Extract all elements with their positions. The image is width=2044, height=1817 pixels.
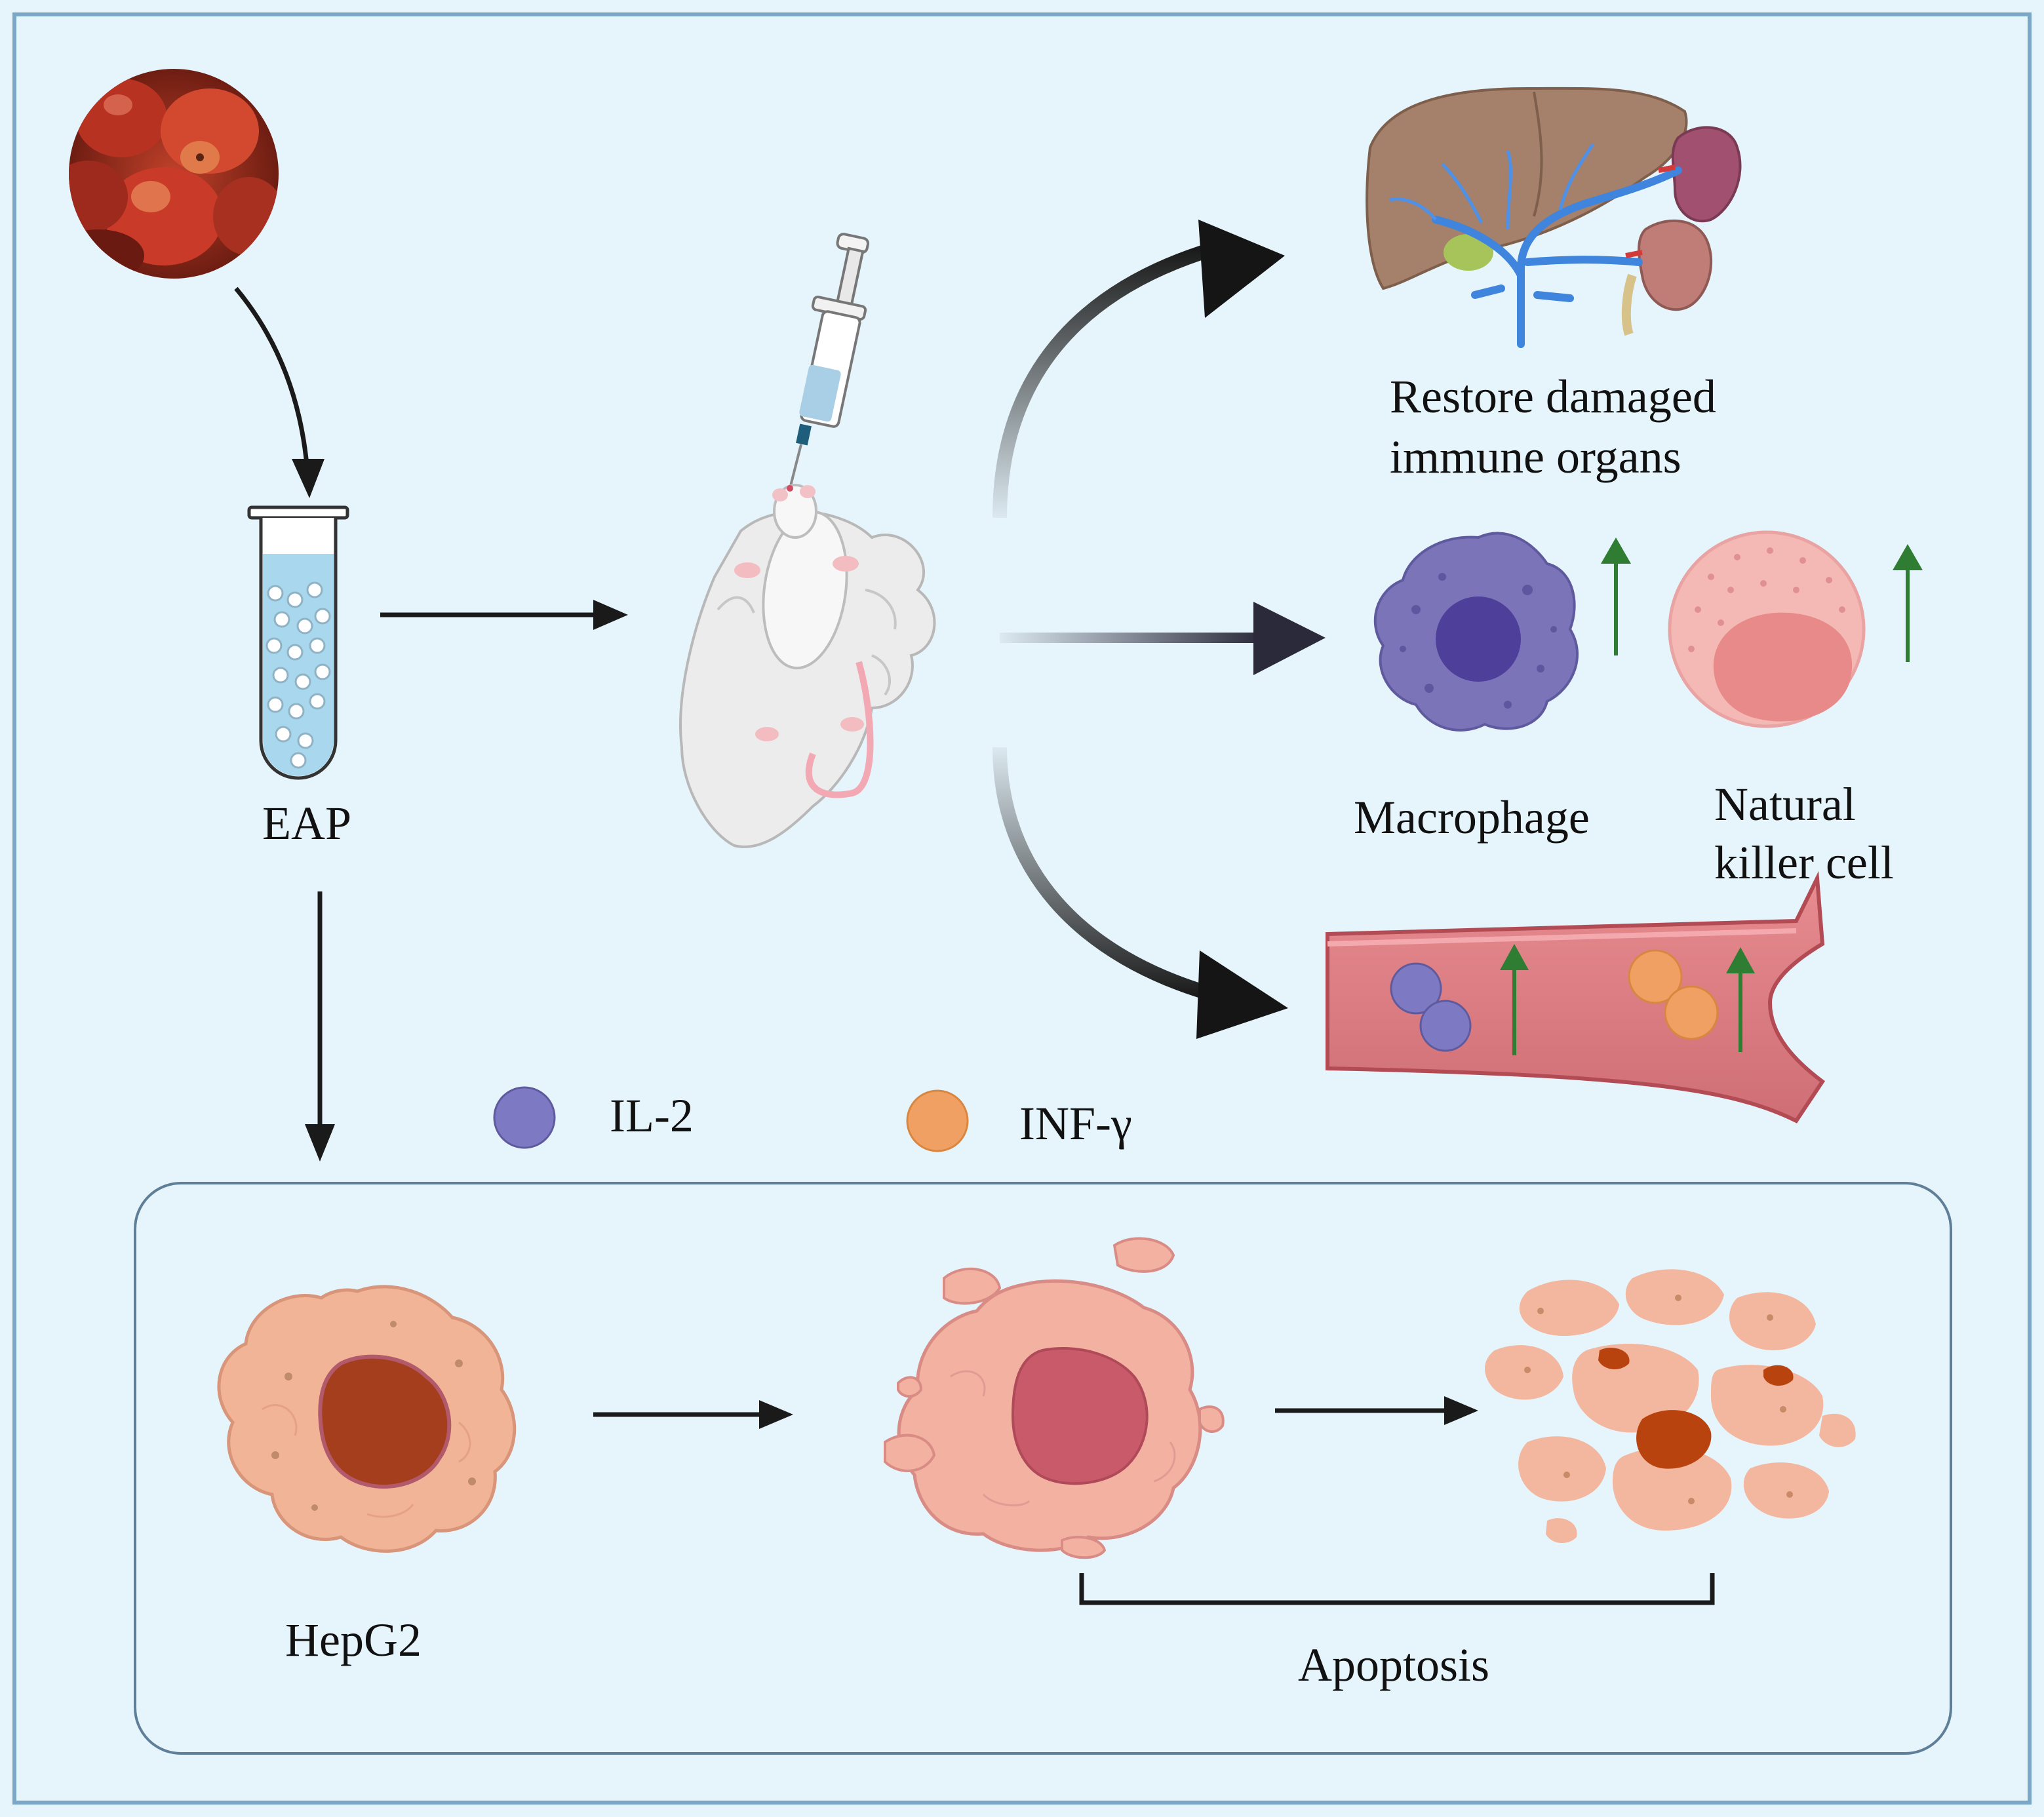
restore-label-line2: immune organs	[1390, 431, 1681, 483]
arrow-to-cells	[1000, 633, 1262, 643]
infg-label: INF-γ	[1019, 1097, 1132, 1150]
macrophage-label: Macrophage	[1354, 791, 1590, 844]
test-tube-icon	[247, 505, 349, 780]
restore-label-line1: Restore damaged	[1390, 370, 1716, 423]
nk-label-line1: Natural	[1714, 778, 1856, 830]
macrophage-icon	[1373, 532, 1579, 732]
arrow-to-vessel	[993, 747, 1221, 1004]
up-arrow-macrophage	[1601, 537, 1631, 655]
il2-legend-dot	[493, 1086, 556, 1149]
arrow-to-organs	[993, 242, 1215, 518]
infg-legend-dot	[906, 1089, 969, 1152]
hepg2-cell-icon	[217, 1285, 517, 1553]
eap-label: EAP	[262, 797, 352, 850]
il2-label: IL-2	[610, 1089, 694, 1142]
outer-border	[12, 12, 2032, 1805]
apoptosis-bracket	[1079, 1573, 1715, 1605]
damaged-cell-icon	[884, 1237, 1225, 1559]
fragmented-cell-icon	[1485, 1269, 1856, 1544]
mouse-in-hand-icon	[679, 484, 936, 848]
hepg2-label: HepG2	[285, 1614, 422, 1666]
blood-vessel-icon	[1326, 870, 1826, 1123]
apoptosis-label: Apoptosis	[1298, 1639, 1490, 1691]
up-arrow-nk	[1893, 544, 1923, 662]
organs-icon	[1366, 87, 1742, 348]
syringe-icon	[789, 233, 870, 489]
nk-label-line2: killer cell	[1714, 836, 1894, 889]
nk-cell-icon	[1668, 530, 1866, 728]
arrow-fruit-to-eap	[234, 286, 311, 484]
